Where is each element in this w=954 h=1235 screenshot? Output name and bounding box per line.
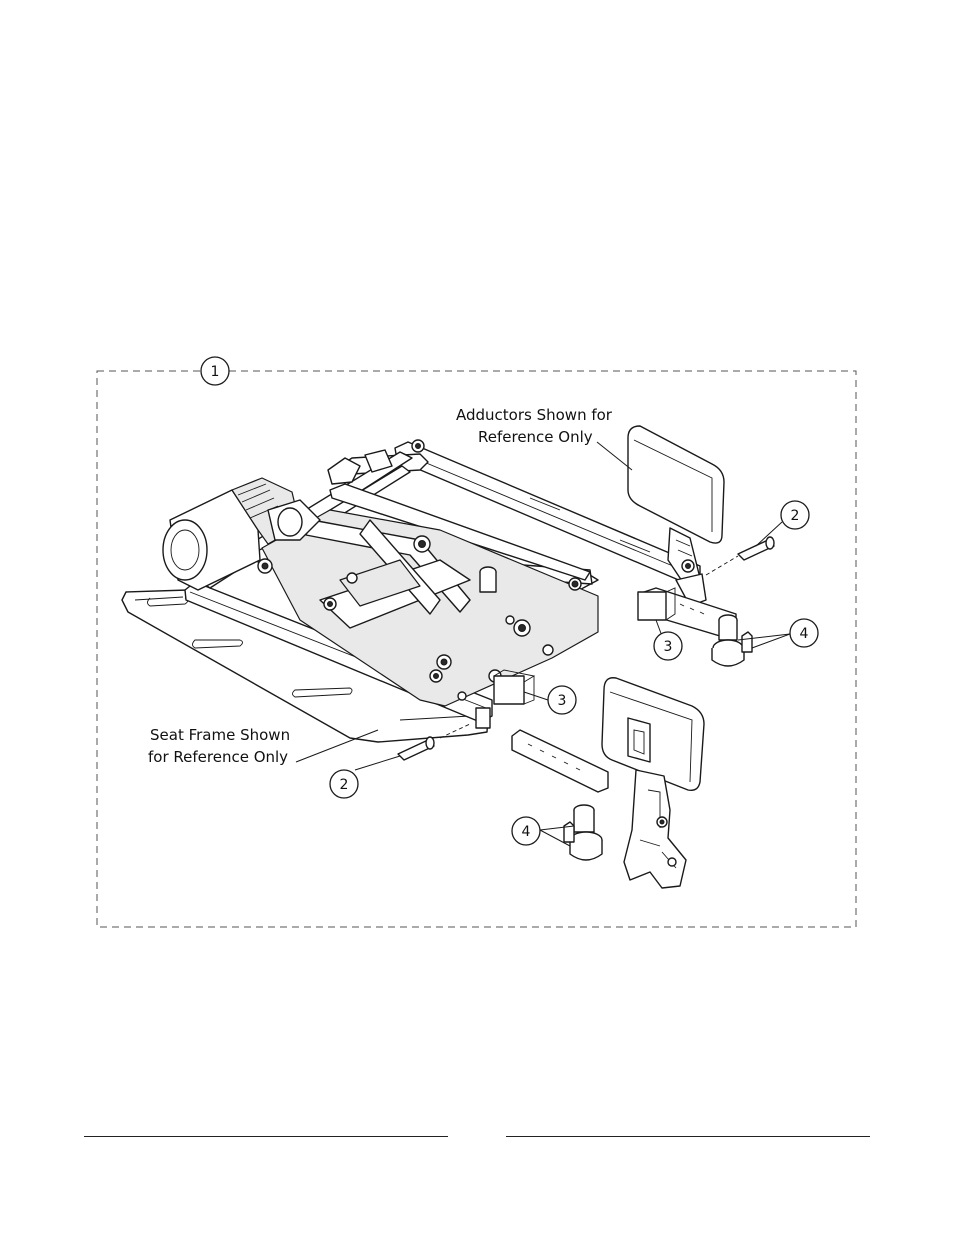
callout-seat-frame: Seat Frame Shown for Reference Only xyxy=(148,726,379,766)
item-3-left-balloon: 3 xyxy=(523,685,577,715)
seat-frame xyxy=(121,439,701,743)
svg-text:Seat Frame Shown: Seat Frame Shown xyxy=(150,726,290,744)
right-mount xyxy=(637,536,775,667)
footer-rule-left xyxy=(84,1136,448,1137)
svg-text:3: 3 xyxy=(558,693,567,709)
svg-text:1: 1 xyxy=(211,364,220,380)
item-2-left-balloon: 2 xyxy=(329,755,401,799)
svg-text:3: 3 xyxy=(664,639,673,655)
bolt-heads xyxy=(206,439,582,683)
svg-text:4: 4 xyxy=(522,824,531,840)
assembly-boundary xyxy=(96,370,857,928)
footer-rule-right xyxy=(506,1136,870,1137)
item-4-right-balloon: 4 xyxy=(737,618,819,649)
item-3-right-balloon: 3 xyxy=(653,619,683,661)
right-adductor xyxy=(627,425,725,607)
svg-text:Reference Only: Reference Only xyxy=(478,428,593,446)
svg-text:2: 2 xyxy=(340,777,349,793)
svg-text:for Reference Only: for Reference Only xyxy=(148,748,288,766)
motor xyxy=(162,477,321,591)
left-mount xyxy=(397,669,609,861)
item-1-balloon: 1 xyxy=(200,356,230,386)
svg-text:Adductors Shown for: Adductors Shown for xyxy=(456,406,613,424)
svg-text:4: 4 xyxy=(800,626,809,642)
left-adductor xyxy=(601,677,705,889)
item-2-right-balloon: 2 xyxy=(755,500,810,547)
item-4-left-balloon: 4 xyxy=(511,816,575,847)
svg-text:2: 2 xyxy=(791,508,800,524)
callout-adductors: Adductors Shown for Reference Only xyxy=(456,406,633,471)
